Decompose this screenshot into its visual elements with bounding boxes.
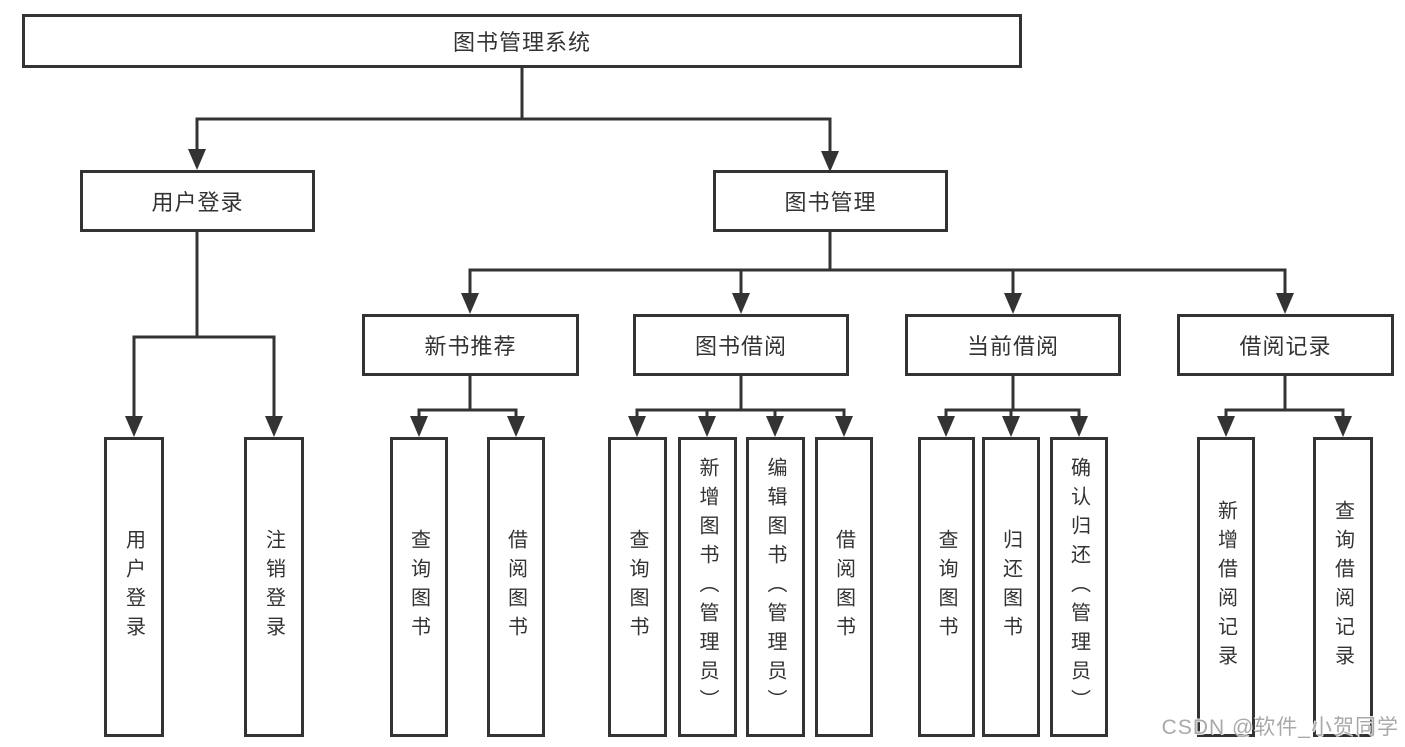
csdn-watermark: CSDN @软件_小贺同学 [1161, 716, 1399, 739]
leaf-label: 确认归还（管理员） [1067, 456, 1090, 718]
node-label: 图书管理 [784, 190, 877, 215]
leaf-label: 新增借阅记录 [1214, 500, 1237, 674]
node-label: 图书借阅 [694, 334, 787, 359]
node-library-management-system: 图书管理系统 [22, 14, 1022, 68]
leaf-label: 借阅图书 [504, 529, 527, 645]
leaf-br-add-borrow-record: 新增借阅记录 [1197, 437, 1255, 737]
leaf-bb-edit-book-admin: 编辑图书（管理员） [746, 437, 805, 737]
node-user-login: 用户登录 [80, 170, 315, 232]
leaf-label: 注销登录 [262, 529, 285, 645]
leaf-label: 编辑图书（管理员） [764, 456, 786, 718]
leaf-logout: 注销登录 [244, 437, 304, 737]
leaf-bb-query-books: 查询图书 [608, 437, 667, 737]
leaf-br-query-borrow-record: 查询借阅记录 [1313, 437, 1373, 737]
leaf-label: 查询图书 [626, 529, 648, 645]
leaf-label: 借阅图书 [832, 529, 855, 645]
leaf-nbr-query-books: 查询图书 [390, 437, 448, 737]
node-label: 借阅记录 [1239, 334, 1332, 359]
leaf-cb-return-books: 归还图书 [982, 437, 1040, 737]
leaf-label: 新增图书（管理员） [696, 456, 718, 718]
leaf-label: 用户登录 [122, 529, 145, 645]
node-current-borrowing: 当前借阅 [905, 314, 1121, 376]
leaf-bb-borrow-books: 借阅图书 [815, 437, 873, 737]
node-label: 新书推荐 [424, 334, 517, 359]
leaf-cb-query-books: 查询图书 [918, 437, 975, 737]
leaf-label: 查询图书 [935, 529, 957, 645]
node-borrowing-records: 借阅记录 [1177, 314, 1394, 376]
node-label: 图书管理系统 [452, 30, 591, 55]
leaf-label: 归还图书 [999, 529, 1022, 645]
node-book-borrowing: 图书借阅 [633, 314, 849, 376]
node-book-management: 图书管理 [713, 170, 948, 232]
leaf-nbr-borrow-books: 借阅图书 [487, 437, 545, 737]
leaf-label: 查询借阅记录 [1331, 500, 1354, 674]
node-new-book-recommendation: 新书推荐 [362, 314, 579, 376]
leaf-user-login: 用户登录 [104, 437, 164, 737]
leaf-bb-add-book-admin: 新增图书（管理员） [678, 437, 737, 737]
leaf-cb-confirm-return-admin: 确认归还（管理员） [1050, 437, 1108, 737]
leaf-label: 查询图书 [407, 529, 430, 645]
node-label: 用户登录 [151, 190, 244, 215]
node-label: 当前借阅 [966, 334, 1059, 359]
